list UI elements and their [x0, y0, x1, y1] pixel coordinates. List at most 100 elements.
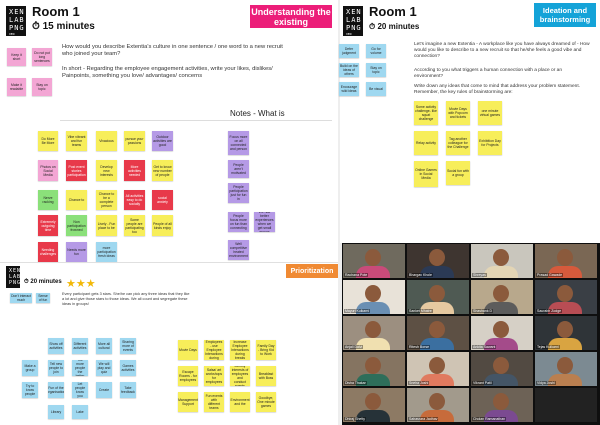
participant-video-tile[interactable]: Vikrant Patil — [471, 352, 533, 386]
participant-video-tile[interactable]: Bhargav Khole — [407, 244, 469, 278]
participant-video-tile[interactable]: Disha Thakar — [343, 352, 405, 386]
participant-name: Saurabh Zodge — [536, 309, 563, 313]
sticky-note[interactable]: Fun of the organisation — [48, 382, 64, 398]
idea-note[interactable]: Some activity challenge- like squat chal… — [414, 101, 438, 125]
sticky-note[interactable]: Vivacious — [96, 131, 117, 151]
sticky-note[interactable]: We had better experiences when we get sm… — [254, 212, 275, 232]
sticky-note[interactable]: Library — [48, 405, 64, 419]
participant-video-tile[interactable]: Shreyas — [471, 244, 533, 278]
participant-video-tile[interactable]: Cholan Ramanathan — [471, 388, 533, 422]
participant-video-tile[interactable]: Prasad Gawade — [535, 244, 597, 278]
sticky-note[interactable]: Develop new interests — [96, 160, 117, 181]
sticky-note[interactable]: More all cultural — [96, 338, 112, 354]
idea-note[interactable]: Movie Days with Popcorn and tickets — [446, 101, 470, 125]
sticky-note[interactable]: Do More Be More — [38, 131, 58, 151]
sticky-note[interactable]: Movie Days — [178, 340, 198, 360]
participant-video-tile[interactable] — [535, 388, 597, 422]
sticky-note[interactable]: Make a group — [22, 360, 38, 376]
participant-name: Mayuri Kulkarni — [344, 309, 371, 313]
sticky-note[interactable]: Get to know new number of people — [152, 160, 173, 181]
idea-note[interactable]: Social fun with a group — [446, 161, 470, 185]
sticky-note[interactable]: Needs more fun — [66, 242, 87, 262]
sticky-note[interactable]: Tell new people to join — [48, 360, 64, 376]
sticky-note[interactable]: Games activities — [120, 360, 136, 376]
sticky-note[interactable]: Sense of fun — [36, 293, 50, 303]
sticky-note[interactable]: Post event stories participation — [66, 160, 87, 181]
sticky-note[interactable]: Identify interests of employees and cond… — [230, 366, 250, 386]
participant-video-tile[interactable]: Saurabh Zodge — [535, 280, 597, 314]
sticky-note[interactable]: Focus more on all connected and person — [228, 131, 249, 155]
sticky-note[interactable]: Try to know people — [22, 382, 38, 398]
participant-body — [420, 266, 454, 278]
sticky-note[interactable]: Chance to — [66, 190, 87, 210]
sticky-note[interactable]: Photos on Social Media — [38, 160, 58, 181]
sticky-note[interactable]: People aren't motivated — [228, 160, 249, 178]
participant-video-tile[interactable]: Rachana Pote — [343, 244, 405, 278]
sticky-note[interactable]: Chance to be a complete person — [96, 190, 117, 210]
sticky-note[interactable]: Vibe vibrant and fun teams — [66, 131, 87, 151]
prio-instructions: Every participant gets 3 stars. She/he c… — [62, 292, 190, 306]
participant-video-tile[interactable]: Ritesh Borse — [407, 316, 469, 350]
participant-video-tile[interactable]: Mayuri Kulkarni — [343, 280, 405, 314]
sticky-note[interactable]: People focus more on fun than connecting — [228, 212, 249, 232]
sticky-note[interactable]: Well competitive heated environment — [228, 240, 249, 260]
sticky-note[interactable]: Increase Employee Interactions during br… — [230, 340, 250, 360]
idea-note[interactable]: Tag another colleague for the Challenge — [446, 131, 470, 155]
sticky-note[interactable]: Let people know you — [72, 382, 88, 398]
sticky-note[interactable]: Lake — [72, 405, 88, 419]
sticky-note[interactable]: Outdoor activities are good — [152, 131, 173, 151]
participant-video-tile[interactable]: Ankita Sawant — [471, 316, 533, 350]
participant-video-tile[interactable]: Sneha Joshi — [407, 352, 469, 386]
idea-note[interactable]: Exhibition Day for Projects — [478, 131, 502, 155]
sticky-note[interactable]: Nerve racking — [38, 190, 58, 210]
sticky-note[interactable]: Lively - Fun place to be — [96, 215, 117, 236]
idea-note[interactable]: Online Games in Social Media — [414, 161, 438, 187]
participant-video-tile[interactable]: Shashank D — [471, 280, 533, 314]
sticky-note[interactable]: Sharing more of events — [120, 338, 136, 354]
participant-name: Sanket Mhatre — [408, 309, 433, 313]
left-whiteboard[interactable] — [0, 0, 338, 425]
participant-video-tile[interactable]: Sanket Mhatre — [407, 280, 469, 314]
sticky-note[interactable]: Take feedback — [120, 382, 136, 398]
sticky-note[interactable]: Don't interact much — [10, 293, 32, 303]
participant-body — [548, 302, 582, 314]
sticky-note[interactable]: Salsa/ art workshops for employees — [204, 366, 224, 386]
sticky-note[interactable]: People of all kinds enjoy — [152, 215, 173, 236]
idea-note[interactable]: one minute virtual games — [478, 101, 502, 125]
participant-video-tile[interactable]: Vidya Joshi — [535, 352, 597, 386]
participant-video-tile[interactable]: Tejas Kulkarni — [535, 316, 597, 350]
participant-body — [548, 266, 582, 278]
participant-video-tile[interactable]: Anjali Dalvi — [343, 316, 405, 350]
sticky-note[interactable]: Different activities — [72, 338, 88, 354]
sticky-note[interactable]: more participation fresh ideas — [96, 242, 117, 262]
sticky-note[interactable]: People participation just for fun in — [228, 183, 249, 203]
sticky-note[interactable]: Environment and the — [230, 392, 250, 412]
sticky-note[interactable]: Extremely outgoing time — [38, 215, 58, 236]
participant-body — [356, 302, 390, 314]
sticky-note[interactable]: Show off activities — [48, 338, 64, 354]
right-whiteboard[interactable] — [340, 0, 600, 243]
sticky-note[interactable]: All activities easy to do socially — [124, 190, 145, 210]
idea-note[interactable]: Relay activity — [414, 131, 438, 155]
sticky-note[interactable]: Family Day - Bring Kid to Work — [256, 340, 276, 360]
sticky-note[interactable]: Create — [96, 382, 112, 398]
sticky-note[interactable]: Goodbye, One minute games — [256, 392, 276, 412]
sticky-note[interactable]: More activities needed — [124, 160, 145, 181]
sticky-note[interactable]: Escape Rooms - for employees — [178, 366, 198, 386]
sticky-note[interactable]: pursue your passions — [124, 131, 145, 151]
sticky-note[interactable]: Existing Employees - use Employee Intera… — [204, 340, 224, 360]
sticky-note[interactable]: social anxiety — [152, 190, 173, 210]
participant-video-tile[interactable]: Sahasrara Jadhav — [407, 388, 469, 422]
sticky-note[interactable]: Some people are participating too — [124, 215, 145, 236]
sticky-note[interactable]: Fun events with different teams — [204, 392, 224, 412]
participant-video-tile[interactable]: Dhiraj Shetty — [343, 388, 405, 422]
sticky-note[interactable]: Needing challenges — [38, 242, 58, 262]
participant-face — [429, 357, 445, 374]
sticky-note[interactable]: Breakfast with Boss — [256, 366, 276, 386]
participant-face — [493, 249, 509, 266]
sticky-note[interactable]: Non participation frowned — [66, 215, 87, 236]
sticky-note[interactable]: The more people the better — [72, 360, 88, 376]
sticky-note[interactable]: Management Support — [178, 392, 198, 412]
sticky-note[interactable]: We will play and quiz — [96, 360, 112, 376]
